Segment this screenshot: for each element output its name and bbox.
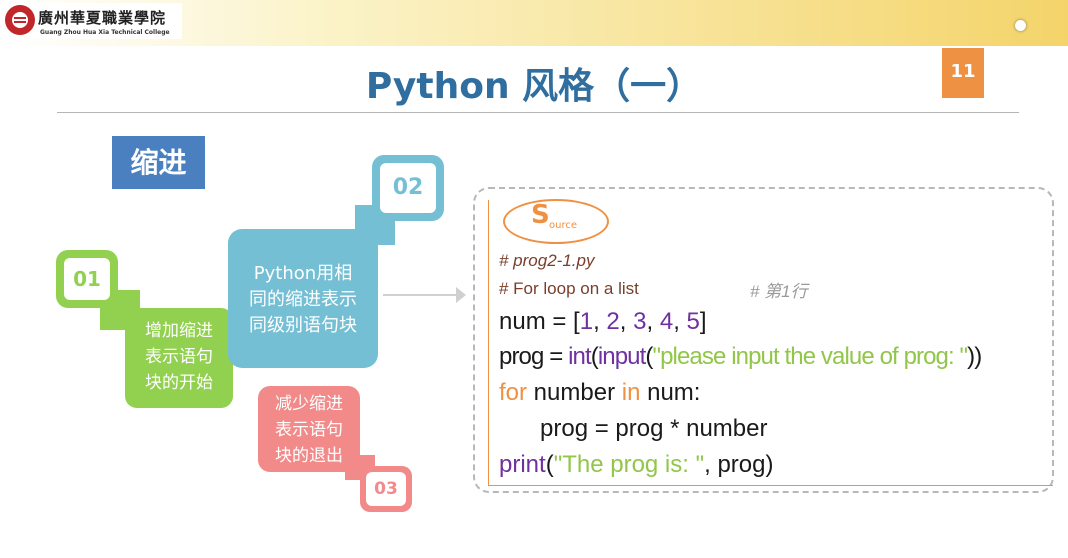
point-01-number: 01 — [64, 258, 110, 300]
section-heading: 缩进 — [112, 136, 205, 189]
point-03-number: 03 — [366, 472, 406, 506]
point-01-card — [125, 308, 233, 408]
page-number-badge: 11 — [942, 48, 984, 98]
college-seal-icon — [5, 5, 35, 35]
point-02-number: 02 — [380, 163, 436, 213]
slide-title: Python 风格（一） — [365, 66, 703, 107]
code-frame — [488, 200, 1053, 486]
college-name-en: Guang Zhou Hua Xia Technical College — [40, 29, 170, 36]
code-line-2: prog = int(input("please input the value… — [499, 343, 982, 370]
point-03-text: 减少缩进表示语句块的退出 — [275, 394, 343, 466]
point-03-card — [258, 386, 360, 472]
code-panel — [473, 187, 1054, 493]
code-comment-filename: # prog2-1.py — [499, 251, 595, 270]
arrow-head-icon — [456, 287, 466, 303]
arrow-connector — [383, 294, 463, 296]
code-line-1: num = [1, 2, 3, 4, 5] — [499, 308, 707, 335]
source-badge — [503, 199, 609, 244]
code-comment-description: # For loop on a list — [499, 279, 639, 298]
point-01-text: 增加缩进表示语句块的开始 — [145, 321, 213, 393]
code-line-4: prog = prog * number — [540, 415, 768, 442]
college-logo: 廣州華夏職業學院 Guang Zhou Hua Xia Technical Co… — [2, 3, 182, 39]
source-badge-letter: S — [531, 200, 550, 230]
point-02-card — [228, 229, 378, 368]
title-divider — [57, 112, 1019, 113]
code-comment-line-note: # 第1行 — [750, 282, 808, 301]
point-02-text: Python用相同的缩进表示同级别语句块 — [249, 263, 357, 336]
decorative-dot — [1015, 20, 1026, 31]
source-badge-rest: ource — [549, 220, 577, 231]
college-name-cn: 廣州華夏職業學院 — [38, 9, 167, 27]
code-line-5: print("The prog is: ", prog) — [499, 451, 774, 478]
code-line-3: for number in num: — [499, 379, 701, 406]
